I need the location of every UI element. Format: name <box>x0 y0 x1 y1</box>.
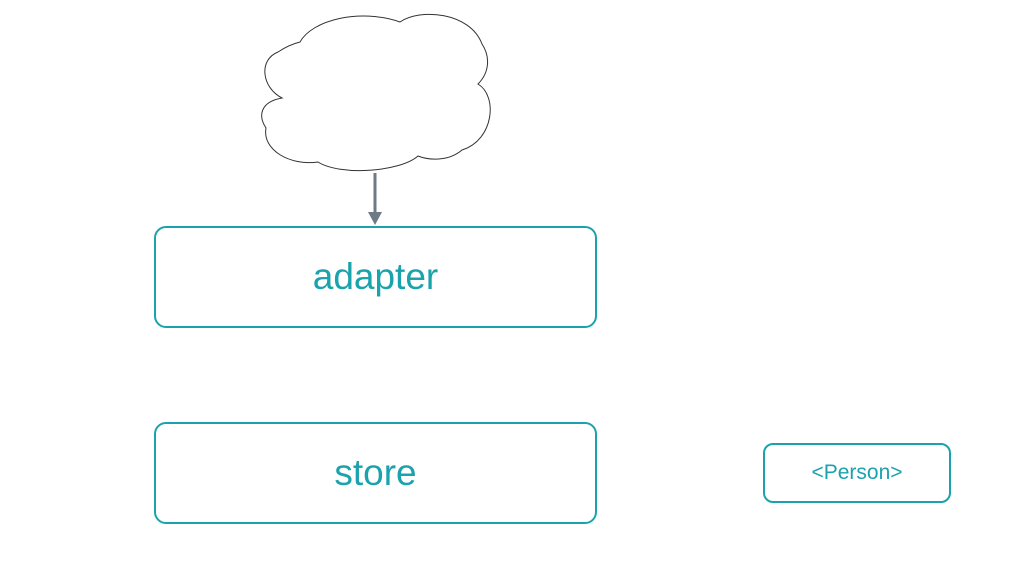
cloud-shape <box>261 13 491 171</box>
store-label: store <box>334 452 417 493</box>
store-node[interactable]: store <box>154 422 597 524</box>
person-label: <Person> <box>811 461 903 484</box>
adapter-label: adapter <box>312 256 439 297</box>
adapter-node[interactable]: adapter <box>154 226 597 328</box>
cloud-to-adapter-arrowhead <box>368 212 382 225</box>
person-node[interactable]: <Person> <box>763 443 951 503</box>
